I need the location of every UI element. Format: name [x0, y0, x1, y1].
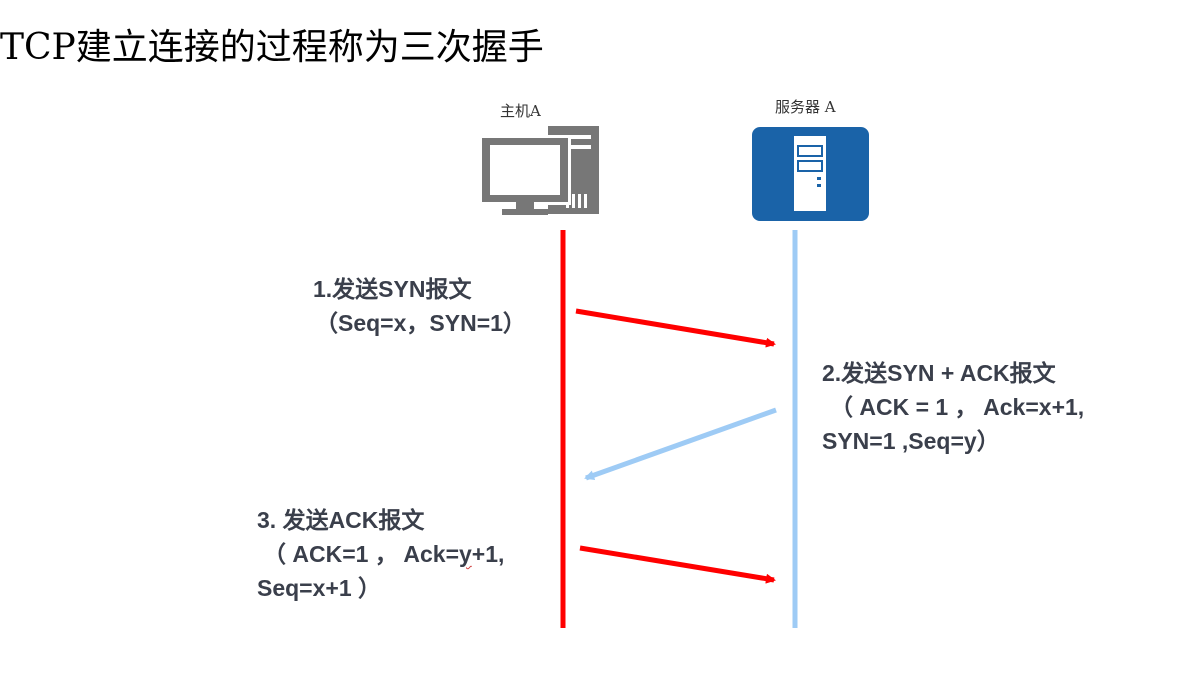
arrow-syn-ack	[584, 407, 777, 481]
message-3-line-2-a: （ ACK=1 ， Ack=	[263, 541, 459, 567]
message-3-line-2-c: +1,	[471, 541, 505, 567]
arrow-ack	[579, 545, 776, 584]
message-3-line-1: 3. 发送ACK报文	[257, 507, 425, 533]
message-2-label: 2.发送SYN + ACK报文 （ ACK = 1 ， Ack=x+1, SYN…	[822, 356, 1084, 458]
arrow-syn	[575, 308, 776, 348]
message-2-line-1: 2.发送SYN + ACK报文	[822, 360, 1056, 386]
message-3-line-3: Seq=x+1 ）	[257, 575, 382, 601]
message-1-line-1: 1.发送SYN报文	[313, 276, 472, 302]
desktop-computer-icon	[479, 126, 599, 215]
message-3-line-2: （ ACK=1 ， Ack=y+1,	[263, 537, 504, 571]
host-label: 主机A	[500, 102, 541, 120]
message-1-line-2: （Seq=x，SYN=1）	[315, 310, 526, 336]
page-title: TCP建立连接的过程称为三次握手	[0, 27, 544, 68]
message-1-label: 1.发送SYN报文 （Seq=x，SYN=1）	[313, 272, 526, 340]
server-icon	[752, 127, 869, 221]
message-3-line-2-y: y	[459, 541, 472, 567]
message-2-line-2: （ ACK = 1 ， Ack=x+1,	[830, 394, 1085, 420]
message-3-label: 3. 发送ACK报文 （ ACK=1 ， Ack=y+1, Seq=x+1 ）	[257, 503, 504, 605]
server-label: 服务器 A	[775, 98, 836, 116]
message-2-line-3: SYN=1 ,Seq=y）	[822, 428, 1000, 454]
